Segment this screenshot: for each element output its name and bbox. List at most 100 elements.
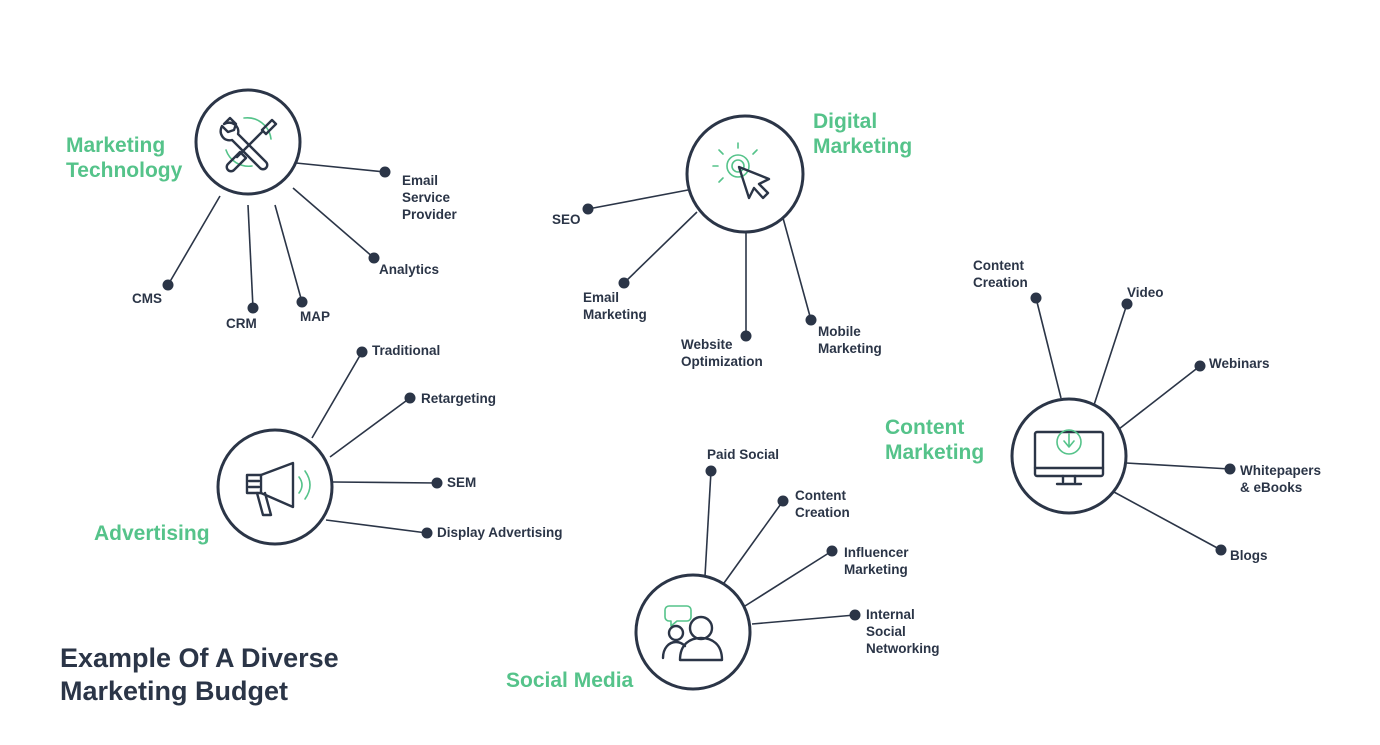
leaf-content-creation-label-line: Creation (973, 275, 1028, 290)
leaf-webinars-connector (1118, 365, 1201, 430)
hub-digital-marketing (685, 114, 805, 234)
leaf-email-marketing-label-line: Marketing (583, 307, 647, 322)
leaf-content-creation-label-line: Content (795, 488, 846, 503)
leaf-whitepapers-ebooks-label: Whitepapers & eBooks (1240, 463, 1321, 495)
leaf-map-dot (296, 296, 308, 308)
leaf-paid-social-label-line: Paid Social (707, 447, 779, 462)
leaf-retargeting-connector (329, 397, 411, 458)
leaf-mobile-marketing-label-line: Mobile (818, 324, 861, 339)
hub-advertising-circle (216, 428, 334, 546)
leaf-influencer-marketing-connector (744, 550, 833, 607)
leaf-cms-label: CMS (132, 291, 162, 306)
leaf-video-dot (1121, 298, 1133, 310)
leaf-email-service-provider-dot (379, 166, 391, 178)
leaf-display-advertising-label: Display Advertising (437, 525, 563, 540)
leaf-website-optimization-label-line: Optimization (681, 354, 763, 369)
hub-title-social-media-line: Social Media (506, 669, 634, 692)
leaf-blogs-label-line: Blogs (1230, 548, 1268, 563)
leaf-content-creation-dot (1030, 292, 1042, 304)
leaf-map-connector (274, 204, 303, 303)
leaf-whitepapers-ebooks-label-line: Whitepapers (1240, 463, 1321, 478)
leaf-analytics-label-line: Analytics (379, 262, 439, 277)
leaf-content-creation-connector (1035, 297, 1062, 399)
leaf-traditional-dot (356, 346, 368, 358)
leaf-traditional-connector (311, 351, 363, 439)
leaf-video-connector (1093, 303, 1128, 406)
hub-title-advertising-line: Advertising (94, 522, 210, 545)
leaf-cms-dot (162, 279, 174, 291)
leaf-email-service-provider-connector (295, 162, 386, 173)
leaf-content-creation-dot (777, 495, 789, 507)
leaf-sem-label: SEM (447, 475, 476, 490)
leaf-paid-social-connector (704, 470, 712, 577)
hub-title-marketing-technology-line: Technology (66, 159, 183, 182)
leaf-display-advertising-dot (421, 527, 433, 539)
leaf-analytics-connector (292, 187, 375, 259)
leaf-mobile-marketing-dot (805, 314, 817, 326)
leaf-analytics-dot (368, 252, 380, 264)
leaf-website-optimization-dot (740, 330, 752, 342)
leaf-paid-social-dot (705, 465, 717, 477)
leaf-internal-social-networking-label-line: Internal (866, 607, 915, 622)
leaf-webinars-dot (1194, 360, 1206, 372)
leaf-blogs-dot (1215, 544, 1227, 556)
cursor-click-icon (712, 142, 771, 200)
leaf-whitepapers-ebooks-dot (1224, 463, 1236, 475)
hub-content-marketing (1010, 397, 1128, 515)
hubs-layer (194, 88, 1128, 691)
hub-title-digital-marketing-line: Digital (813, 110, 877, 133)
hub-marketing-technology-circle (194, 88, 302, 196)
leaf-mobile-marketing-connector (782, 217, 812, 321)
leaf-crm-label-line: CRM (226, 316, 257, 331)
page-title-line: Example Of A Diverse (60, 643, 339, 673)
leaf-influencer-marketing-dot (826, 545, 838, 557)
leaf-seo-label-line: SEO (552, 212, 581, 227)
users-chat-icon (661, 605, 724, 662)
leaf-content-creation-label-line: Content (973, 258, 1024, 273)
leaf-blogs-connector (1113, 491, 1222, 551)
leaf-content-creation-label-line: Creation (795, 505, 850, 520)
leaf-seo-dot (582, 203, 594, 215)
leaf-influencer-marketing-label-line: Influencer (844, 545, 909, 560)
leaf-internal-social-networking-label-line: Networking (866, 641, 940, 656)
leaf-webinars-label: Webinars (1209, 356, 1270, 371)
leaf-retargeting-label-line: Retargeting (421, 391, 496, 406)
leaf-traditional-label-line: Traditional (372, 343, 440, 358)
leaf-seo-connector (587, 189, 689, 210)
leaf-whitepapers-ebooks-label-line: & eBooks (1240, 480, 1302, 495)
leaf-seo-label: SEO (552, 212, 581, 227)
hub-title-content-marketing-line: Content (885, 416, 964, 439)
leaf-traditional-label: Traditional (372, 343, 440, 358)
leaf-internal-social-networking-label-line: Social (866, 624, 906, 639)
leaf-crm-label: CRM (226, 316, 257, 331)
leaf-analytics-label: Analytics (379, 262, 439, 277)
leaf-display-advertising-connector (325, 519, 428, 534)
hub-content-marketing-circle (1010, 397, 1128, 515)
leaf-map-label-line: MAP (300, 309, 330, 324)
leaf-crm-connector (247, 204, 254, 309)
leaf-crm-dot (247, 302, 259, 314)
leaf-cms-label-line: CMS (132, 291, 162, 306)
leaf-blogs-label: Blogs (1230, 548, 1268, 563)
leaf-email-service-provider-label-line: Email (402, 173, 438, 188)
leaf-email-service-provider-label-line: Service (402, 190, 451, 205)
hub-social-media (634, 573, 752, 691)
leaf-email-marketing-label-line: Email (583, 290, 619, 305)
leaf-retargeting-label: Retargeting (421, 391, 496, 406)
hub-advertising (216, 428, 334, 546)
leaf-influencer-marketing-label-line: Marketing (844, 562, 908, 577)
hub-title-social-media: Social Media (506, 669, 634, 692)
page-title-line: Marketing Budget (60, 676, 288, 706)
leaf-retargeting-dot (404, 392, 416, 404)
leaf-content-creation-connector (723, 500, 784, 584)
